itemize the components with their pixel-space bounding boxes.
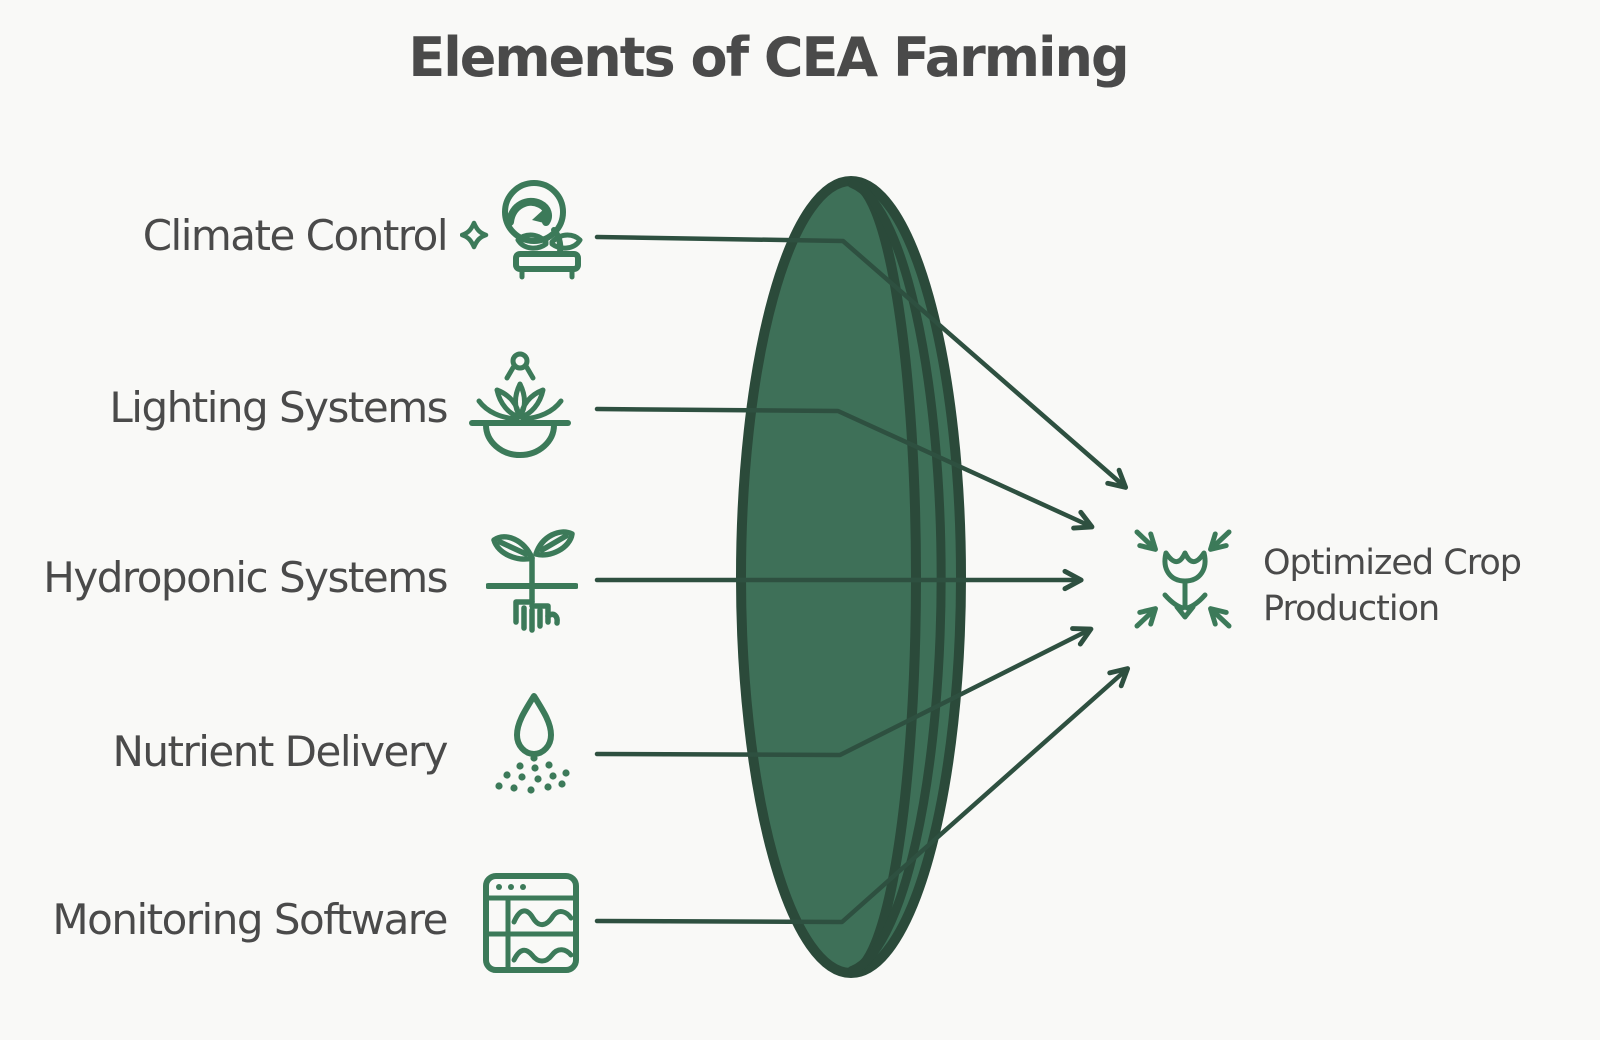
label-monitoring-software: Monitoring Software: [52, 895, 448, 944]
ray-monitoring-software: [594, 666, 1131, 925]
lens-body: [736, 176, 966, 978]
ray-nutrient-delivery: [594, 626, 1094, 758]
label-nutrient-delivery: Nutrient Delivery: [112, 727, 448, 776]
monitoring-software-icon: [483, 873, 579, 973]
output-label: Optimized Crop Production: [1263, 540, 1522, 632]
label-lighting-systems: Lighting Systems: [109, 383, 448, 432]
label-hydroponic-systems: Hydroponic Systems: [43, 553, 448, 602]
ray-climate-control: [594, 234, 1129, 490]
nutrient-delivery-icon: [495, 693, 570, 794]
nutrient-dots: [495, 754, 570, 794]
sparkle-icon: [460, 220, 489, 250]
hydroponic-systems-icon: [486, 529, 578, 633]
converge-arrow-top-left-icon: [1134, 529, 1158, 552]
climate-control-icon: [460, 180, 583, 280]
diagram-title: Elements of CEA Farming: [408, 26, 1129, 89]
converge-arrow-bottom-left-icon: [1134, 606, 1158, 629]
lens-ridge-outer: [848, 179, 946, 975]
converge-arrow-top-right-icon: [1208, 529, 1232, 552]
converge-arrow-bottom-right-icon: [1208, 606, 1232, 629]
output-label-line2: Production: [1263, 589, 1440, 629]
output-label-line1: Optimized Crop: [1263, 543, 1522, 583]
flower-target-icon: [1162, 550, 1208, 620]
converging-lens: [736, 176, 966, 978]
lighting-systems-icon: [469, 351, 571, 458]
label-climate-control: Climate Control: [142, 211, 449, 260]
ray-lighting-systems: [594, 406, 1095, 531]
lens-ridge-inner: [847, 178, 921, 976]
